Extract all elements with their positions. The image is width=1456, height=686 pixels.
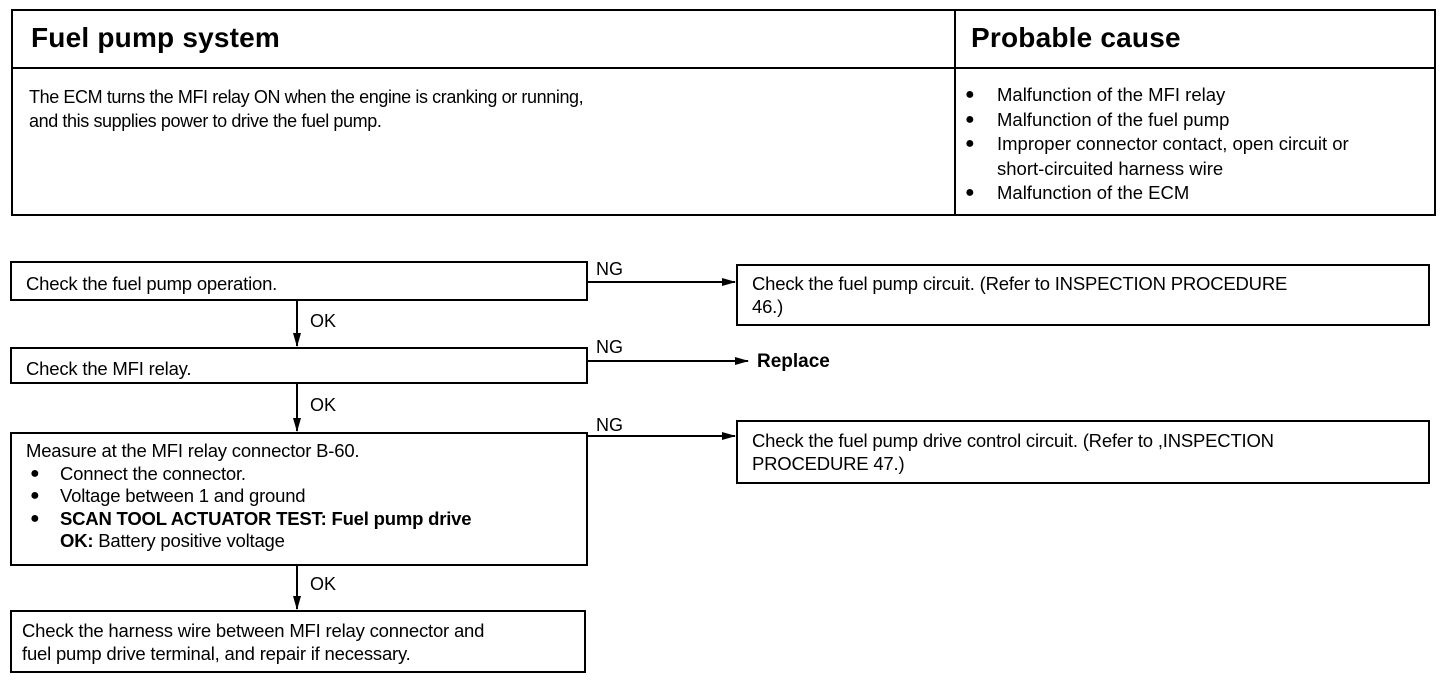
table-column-divider <box>954 11 956 214</box>
probable-cause-header: Probable cause <box>971 22 1181 53</box>
info-table: Fuel pump system Probable cause The ECM … <box>11 9 1436 216</box>
step-check-mfi-relay: Check the MFI relay. <box>10 347 588 384</box>
cause-item: ●Malfunction of the ECM <box>963 181 1433 206</box>
ng-label-2: NG <box>596 337 623 357</box>
cause-item: ●Malfunction of the fuel pump <box>963 108 1433 133</box>
system-description: The ECM turns the MFI relay ON when the … <box>29 85 929 133</box>
ok-label-1: OK <box>310 311 337 331</box>
bullet-icon: ● <box>30 464 40 482</box>
step-measure-mfi-relay-connector: Measure at the MFI relay connector B-60.… <box>10 432 588 566</box>
system-header: Fuel pump system <box>31 22 281 53</box>
measure-step-item: ●Connect the connector. <box>30 462 246 484</box>
result-check-drive-control-circuit: Check the fuel pump drive control circui… <box>736 420 1430 484</box>
measure-steps-list: ●Connect the connector. ●Voltage between… <box>26 463 572 553</box>
description-line: and this supplies power to drive the fue… <box>29 111 382 131</box>
measure-step-item: ●SCAN TOOL ACTUATOR TEST: Fuel pump driv… <box>26 508 572 553</box>
description-line: The ECM turns the MFI relay ON when the … <box>29 87 584 107</box>
step-title: Measure at the MFI relay connector B-60. <box>26 440 360 461</box>
bullet-icon: ● <box>30 487 40 504</box>
bullet-icon: ● <box>30 509 40 527</box>
ok-label-2: OK <box>310 395 337 415</box>
ng-label-1: NG <box>596 259 623 279</box>
ok-label-3: OK <box>310 574 337 594</box>
step-check-harness-wire: Check the harness wire between MFI relay… <box>10 610 586 673</box>
result-check-fuel-pump-circuit: Check the fuel pump circuit. (Refer to I… <box>736 264 1430 326</box>
bullet-icon: ● <box>965 184 975 201</box>
bullet-icon: ● <box>965 110 975 128</box>
measure-step-item: ●Voltage between 1 and ground <box>30 485 306 506</box>
bullet-icon: ● <box>965 86 975 103</box>
table-header-divider <box>13 67 1434 69</box>
result-replace: Replace <box>757 351 830 372</box>
ng-label-3: NG <box>596 415 623 435</box>
step-check-fuel-pump-operation: Check the fuel pump operation. <box>10 261 588 301</box>
bullet-icon: ● <box>965 135 975 152</box>
probable-cause-list: ●Malfunction of the MFI relay ●Malfuncti… <box>963 83 1433 206</box>
cause-item: ●Improper connector contact, open circui… <box>965 133 1349 179</box>
ok-criteria: OK: Battery positive voltage <box>60 530 285 551</box>
cause-item: ●Malfunction of the MFI relay <box>963 83 1433 108</box>
